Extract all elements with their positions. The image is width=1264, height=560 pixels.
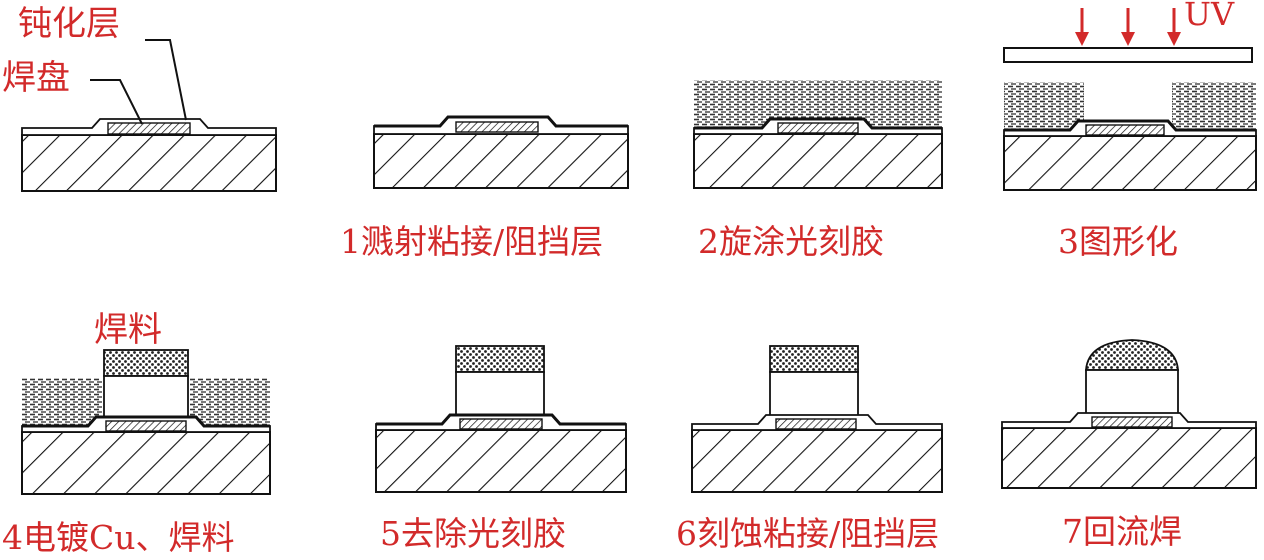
step4-diagram <box>21 349 271 495</box>
step7-caption: 7回流焊 <box>1062 512 1182 551</box>
step1-diagram <box>373 115 629 189</box>
step7-diagram <box>1001 339 1257 489</box>
uv-label: UV <box>1184 0 1235 33</box>
solder-label: 焊料 <box>94 310 162 350</box>
leader-lines <box>90 39 187 125</box>
step6-diagram <box>691 345 943 493</box>
passivation-label: 钝化层 <box>18 4 120 44</box>
step3-caption: 3图形化 <box>1058 222 1178 261</box>
step6-caption: 6刻蚀粘接/阻挡层 <box>676 514 940 553</box>
step5-diagram <box>375 345 627 493</box>
step5-caption: 5去除光刻胶 <box>380 514 566 553</box>
step2-diagram <box>693 80 943 189</box>
initial-structure-diagram <box>21 118 277 192</box>
step4-caption: 4电镀Cu、焊料 <box>2 518 235 557</box>
pad-label: 焊盘 <box>2 58 70 98</box>
step2-caption: 2旋涂光刻胶 <box>698 222 884 261</box>
step3-diagram <box>1003 8 1257 191</box>
step1-caption: 1溅射粘接/阻挡层 <box>340 222 604 261</box>
